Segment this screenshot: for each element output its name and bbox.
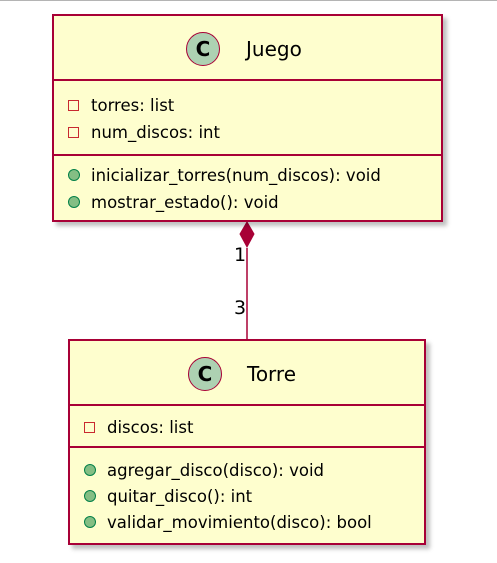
attribute-text: torres: list: [91, 95, 175, 115]
method-text: mostrar_estado(): void: [91, 192, 279, 212]
method-row: inicializar_torres(num_discos): void: [68, 162, 381, 188]
class-circle-icon: C: [186, 32, 220, 66]
private-square-icon: [68, 126, 79, 138]
attribute-row: discos: list: [84, 414, 193, 440]
public-circle-icon: [68, 196, 80, 208]
class-juego-attributes: torres: list num_discos: int: [54, 81, 441, 156]
method-text: validar_movimiento(disco): bool: [107, 512, 372, 532]
method-row: agregar_disco(disco): void: [84, 457, 324, 483]
class-torre-methods: agregar_disco(disco): void quitar_disco(…: [70, 448, 424, 543]
class-circle-icon: C: [188, 357, 222, 391]
public-circle-icon: [84, 516, 96, 528]
class-torre-header: C Torre: [70, 341, 424, 406]
method-text: inicializar_torres(num_discos): void: [91, 165, 381, 185]
class-torre-name: Torre: [247, 362, 297, 386]
method-row: mostrar_estado(): void: [68, 189, 279, 215]
public-circle-icon: [68, 169, 80, 181]
attribute-row: num_discos: int: [68, 119, 220, 145]
top-border-line: [0, 0, 497, 1]
class-juego[interactable]: C Juego torres: list num_discos: int ini…: [52, 14, 443, 222]
attribute-text: discos: list: [107, 417, 194, 437]
method-row: quitar_disco(): int: [84, 483, 252, 509]
class-torre-attributes: discos: list: [70, 406, 424, 448]
class-juego-header: C Juego: [54, 16, 441, 81]
method-text: agregar_disco(disco): void: [107, 460, 325, 480]
attribute-text: num_discos: int: [91, 122, 220, 142]
attribute-row: torres: list: [68, 92, 174, 118]
private-square-icon: [84, 421, 95, 433]
method-text: quitar_disco(): int: [107, 486, 253, 506]
target-multiplicity: 3: [234, 297, 247, 319]
class-juego-name: Juego: [246, 37, 302, 61]
class-torre[interactable]: C Torre discos: list agregar_disco(disco…: [68, 339, 426, 545]
class-juego-methods: inicializar_torres(num_discos): void mos…: [54, 156, 441, 220]
public-circle-icon: [84, 464, 96, 476]
public-circle-icon: [84, 490, 96, 502]
private-square-icon: [68, 99, 79, 111]
source-multiplicity: 1: [234, 244, 247, 266]
method-row: validar_movimiento(disco): bool: [84, 509, 372, 535]
